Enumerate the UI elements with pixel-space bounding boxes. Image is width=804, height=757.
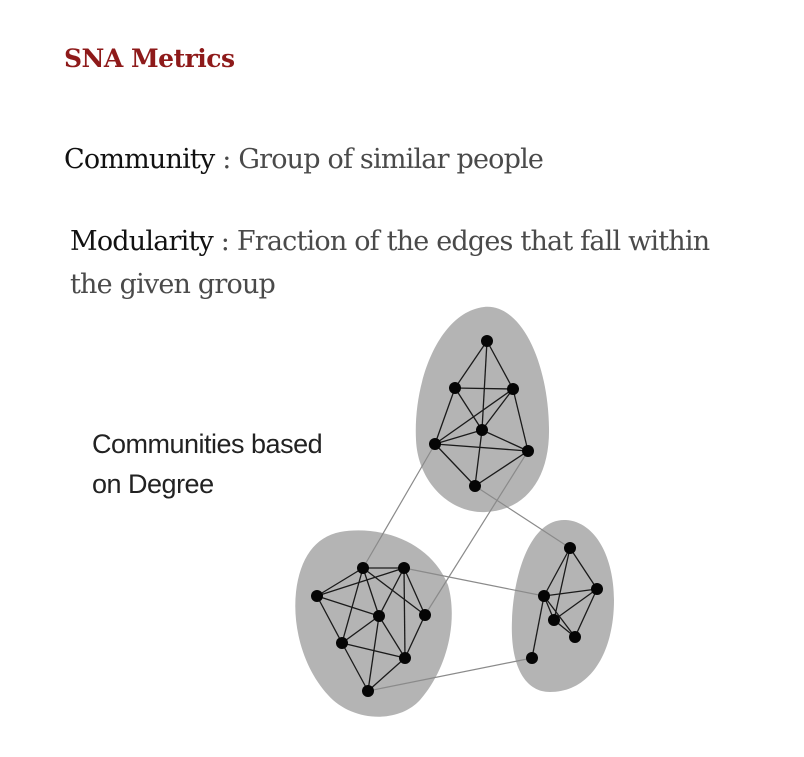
page-title: SNA Metrics [64,44,235,73]
node-r2 [538,590,550,602]
edge-l2-l6 [362,567,426,616]
edge-t4-t6 [434,443,529,452]
node-r5 [569,631,581,643]
edge-l5-l7 [378,615,406,659]
edge-l5-l8 [367,615,380,692]
edge-l3-l5 [378,567,405,617]
edge-l2-l4 [341,567,364,644]
edges [316,340,598,692]
node-t7 [469,480,481,492]
edge-r1-r4 [553,547,571,621]
diagram-label-line1: Communities based [92,429,323,459]
edge-r1-r3 [569,547,598,590]
edge-l1-l3 [316,567,405,597]
community-blobs [295,306,614,717]
community-right [511,519,614,692]
bridge-edge-t6-l6 [424,450,529,616]
edge-r2-r3 [543,588,598,597]
node-l3 [398,562,410,574]
edge-l2-l5 [362,567,380,617]
edge-l3-l6 [403,567,426,616]
community-definition: Community : Group of similar people [64,140,544,180]
bridge-edge-t7-r1 [474,485,571,549]
edge-t2-t5 [454,387,483,431]
node-r4 [548,614,560,626]
node-t3 [507,383,519,395]
edge-t3-t6 [512,388,529,452]
edge-l1-l4 [316,595,343,644]
edge-l4-l8 [341,642,369,692]
edge-t1-t2 [454,340,488,389]
node-l4 [336,637,348,649]
node-l7 [399,652,411,664]
edge-r1-r2 [543,547,571,597]
edge-t5-t6 [481,429,529,452]
community-separator: : [214,144,239,175]
community-term: Community [64,144,215,175]
diagram-label-line2: on Degree [92,469,214,499]
edge-t4-t5 [434,429,483,445]
bridge-edge-t4-l2 [362,443,436,569]
edge-l4-l5 [341,615,380,644]
edge-l1-l2 [316,567,364,597]
node-r1 [564,542,576,554]
modularity-text-line2: the given group [70,269,276,300]
edge-l1-l5 [316,595,380,617]
node-t2 [449,382,461,394]
edge-r3-r5 [574,588,598,638]
node-l8 [362,685,374,697]
edge-t2-t4 [434,387,456,445]
node-l5 [373,610,385,622]
node-l6 [419,609,431,621]
modularity-separator: : [212,226,237,257]
community-top [415,306,550,513]
node-r3 [591,583,603,595]
nodes [311,335,603,697]
edge-l6-l7 [404,614,426,659]
node-l2 [357,562,369,574]
edge-t1-t3 [486,340,514,390]
community-left [295,530,452,717]
bridge-edge-l8-r6 [367,657,533,692]
edge-l3-l7 [403,567,406,659]
node-l1 [311,590,323,602]
edge-t1-t5 [481,340,488,431]
community-text: Group of similar people [238,144,544,175]
node-t5 [476,424,488,436]
modularity-definition: Modularity : Fraction of the edges that … [70,222,710,262]
bridge-edges [362,443,571,692]
edge-t4-t7 [434,443,476,487]
bridge-edge-l3-r2 [403,567,545,597]
modularity-text-line1: Fraction of the edges that fall within [236,226,710,257]
node-r6 [526,652,538,664]
modularity-definition-continued: the given group [70,265,276,305]
edge-t6-t7 [474,450,529,487]
edge-r2-r6 [531,595,545,659]
edge-r3-r4 [553,588,598,621]
node-t1 [481,335,493,347]
modularity-term: Modularity [70,226,214,257]
edge-t3-t4 [434,388,514,445]
node-t6 [522,445,534,457]
diagram-label: Communities based on Degree [92,424,352,504]
edge-t3-t5 [481,388,514,431]
edge-t2-t3 [454,387,514,390]
edge-l7-l8 [367,657,406,692]
node-t4 [429,438,441,450]
edge-t5-t7 [474,429,483,487]
